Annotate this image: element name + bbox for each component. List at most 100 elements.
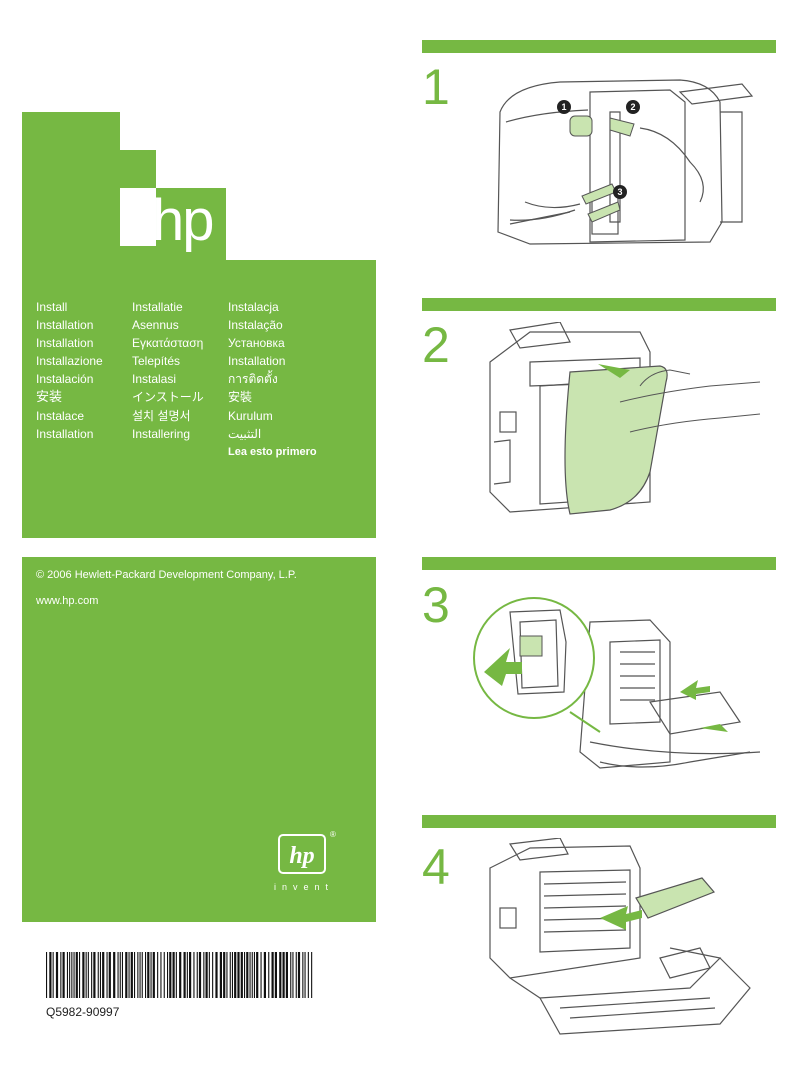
barcode-bar — [145, 952, 147, 998]
step-bar — [422, 298, 776, 311]
barcode-bar — [251, 952, 253, 998]
barcode-bar — [290, 952, 292, 998]
barcode-bar — [285, 952, 288, 998]
barcode-bar — [91, 952, 93, 998]
language-label: 安裝 — [228, 390, 253, 405]
language-label: Installation — [228, 354, 286, 369]
plus-left-bottom — [22, 188, 82, 246]
barcode-bar — [205, 952, 208, 998]
languages-column-1: Install Installation Installation Instal… — [36, 298, 103, 443]
barcode-bar — [311, 952, 313, 998]
barcode-bar — [55, 952, 59, 998]
registered-mark: ® — [330, 830, 336, 839]
barcode-bar — [244, 952, 246, 998]
barcode-bar — [106, 952, 108, 998]
logo-tagline: invent — [274, 882, 335, 892]
barcode-bar — [295, 952, 297, 998]
plus-left — [22, 112, 82, 188]
language-label: Instalasi — [132, 372, 177, 387]
barcode-bar — [152, 952, 155, 998]
cover-main-panel — [22, 246, 226, 260]
website-link[interactable]: www.hp.com — [36, 595, 99, 607]
barcode-bar — [175, 952, 177, 998]
barcode-bar — [46, 952, 48, 998]
barcode-bar — [237, 952, 240, 998]
language-label: Instalace — [36, 408, 85, 423]
barcode-icon — [46, 952, 313, 998]
step-number: 2 — [422, 317, 450, 373]
language-label: การติดตั้ง — [228, 372, 278, 387]
language-label: التثبيت — [228, 426, 262, 441]
barcode-bar — [203, 952, 205, 998]
read-first-label: Lea esto primero — [228, 445, 317, 458]
language-label: Asennus — [132, 318, 179, 333]
barcode-bar — [69, 952, 71, 998]
barcode-bar — [292, 952, 294, 998]
barcode-bar — [189, 952, 192, 998]
barcode-bar — [307, 952, 309, 998]
barcode-bar — [198, 952, 202, 998]
barcode-bar — [160, 952, 162, 998]
callout-3: 3 — [617, 187, 622, 197]
barcode-bar — [60, 952, 62, 998]
barcode-bar — [121, 952, 123, 998]
part-number: Q5982-90997 — [46, 1005, 120, 1019]
svg-text:hp: hp — [289, 843, 314, 869]
language-label: Installering — [132, 426, 191, 441]
hp-logo-icon: hp — [278, 834, 326, 874]
barcode-bar — [229, 952, 231, 998]
languages-column-2: Installatie Asennus Εγκατάσταση Telepíté… — [132, 298, 204, 443]
step-number: 4 — [422, 839, 450, 895]
step-number: 3 — [422, 577, 450, 633]
barcode-bar — [150, 952, 152, 998]
brand-wordmark: hp — [152, 188, 214, 253]
barcode-bar — [113, 952, 116, 998]
barcode-bar — [304, 952, 306, 998]
barcode-bar — [71, 952, 73, 998]
barcode-bar — [186, 952, 188, 998]
barcode-bar — [139, 952, 141, 998]
language-label: Installation — [36, 318, 94, 333]
barcode-bar — [246, 952, 249, 998]
step-bar — [422, 815, 776, 828]
language-label: Install — [36, 300, 68, 314]
language-label: Telepítés — [132, 354, 181, 369]
step-number: 1 — [422, 59, 450, 115]
barcode-bar — [102, 952, 105, 998]
barcode-bar — [157, 952, 159, 998]
barcode-bar — [167, 952, 169, 998]
barcode-bar — [196, 952, 198, 998]
barcode-bar — [75, 952, 78, 998]
step-bar — [422, 40, 776, 53]
barcode-bar — [141, 952, 143, 998]
barcode-bar — [97, 952, 99, 998]
language-label: Установка — [228, 336, 285, 351]
barcode-bar — [99, 952, 101, 998]
barcode-bar — [263, 952, 266, 998]
barcode-bar — [130, 952, 133, 998]
language-label: Installation — [36, 426, 94, 441]
language-label: インストール — [132, 390, 204, 405]
barcode-bar — [282, 952, 285, 998]
barcode-bar — [279, 952, 282, 998]
barcode-bar — [302, 952, 304, 998]
barcode-bar — [52, 952, 54, 998]
barcode-bar — [128, 952, 130, 998]
printer-open-door-illustration — [489, 322, 761, 515]
printer-rear-illustration: 1 2 3 — [497, 79, 754, 245]
barcode-bar — [79, 952, 81, 998]
callout-2: 2 — [630, 102, 635, 112]
language-label: Installation — [36, 336, 94, 351]
callout-1: 1 — [561, 102, 566, 112]
barcode-bar — [193, 952, 195, 998]
barcode-bar — [271, 952, 274, 998]
plus-top — [82, 112, 120, 150]
printer-paper-tray-illustration — [473, 597, 761, 769]
barcode-bar — [260, 952, 262, 998]
languages-column-3: Instalacja Instalação Установка Installa… — [228, 298, 317, 461]
language-label: Kurulum — [228, 408, 273, 423]
copyright-text: © 2006 Hewlett-Packard Development Compa… — [36, 569, 297, 581]
barcode-bar — [62, 952, 65, 998]
barcode-bar — [85, 952, 87, 998]
barcode-bar — [274, 952, 277, 998]
